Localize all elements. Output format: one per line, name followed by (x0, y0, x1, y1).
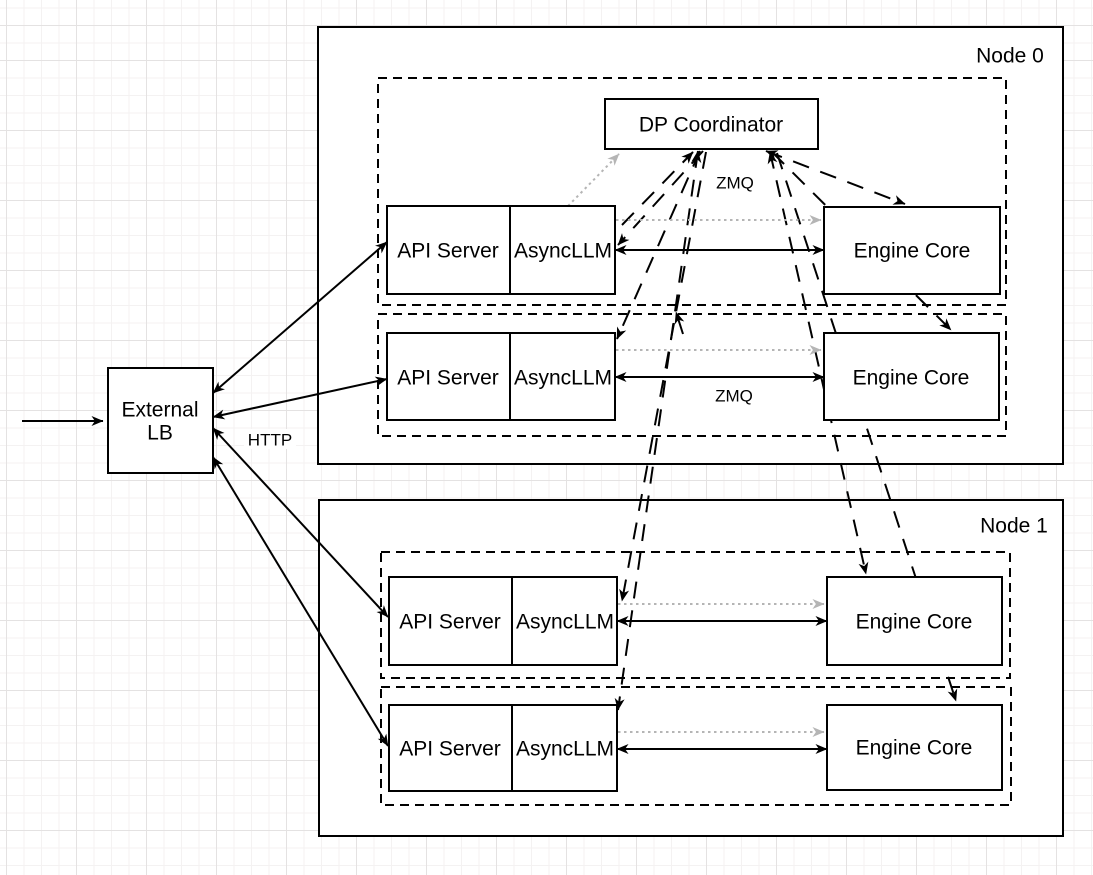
node0-group-row1 (377, 77, 1007, 306)
zmq-coordinator-label: ZMQ (716, 174, 754, 193)
engine-core-label-n1r1: Engine Core (856, 611, 973, 634)
asyncllm-label-n0r2: AsyncLLM (514, 367, 612, 390)
engine-core-box-n0r2 (823, 332, 1000, 421)
external-lb-label-line1: External (121, 399, 198, 422)
api-async-box-n1r2 (388, 704, 618, 792)
node0-label: Node 0 (976, 45, 1044, 68)
zmq-coordinator-label-plate (712, 173, 758, 192)
engine-core-label-n0r1: Engine Core (854, 240, 971, 263)
engine-core-box-n0r1 (823, 206, 1001, 295)
api-server-label-n0r1: API Server (397, 240, 499, 263)
asyncllm-label-n0r1: AsyncLLM (514, 240, 612, 263)
zmq-row-label-plate (711, 386, 757, 405)
api-async-box-n0r1 (386, 205, 616, 295)
edge-lb-api-n0r2 (212, 376, 388, 420)
dp-coordinator-label: DP Coordinator (639, 114, 783, 137)
api-server-label-n0r2: API Server (397, 367, 499, 390)
http-label-plate (244, 429, 296, 449)
dp-coordinator-box (604, 98, 819, 150)
api-server-label-n1r1: API Server (399, 611, 501, 634)
api-async-box-n0r2 (386, 332, 616, 421)
external-lb-label-line2: LB (147, 422, 173, 445)
external-lb-box (107, 367, 214, 474)
api-server-label-n1r2: API Server (399, 738, 501, 761)
edge-lb-api-n0r1 (212, 241, 388, 394)
engine-core-box-n1r1 (826, 576, 1003, 666)
zmq-row-label: ZMQ (715, 387, 753, 406)
asyncllm-label-n1r1: AsyncLLM (516, 611, 614, 634)
http-label: HTTP (248, 431, 292, 450)
edge-coordinator-engine-n1r1 (767, 151, 869, 575)
edge-lb-api-n1r2 (212, 456, 389, 747)
edge-asyncllm-n0r1-to-coordinator-dotted (567, 153, 620, 207)
api-async-box-n1r1 (388, 576, 618, 666)
asyncllm-label-n1r2: AsyncLLM (516, 738, 614, 761)
engine-core-box-n1r2 (826, 704, 1003, 791)
engine-core-label-n0r2: Engine Core (853, 367, 970, 390)
node1-label: Node 1 (980, 515, 1048, 538)
engine-core-label-n1r2: Engine Core (856, 737, 973, 760)
